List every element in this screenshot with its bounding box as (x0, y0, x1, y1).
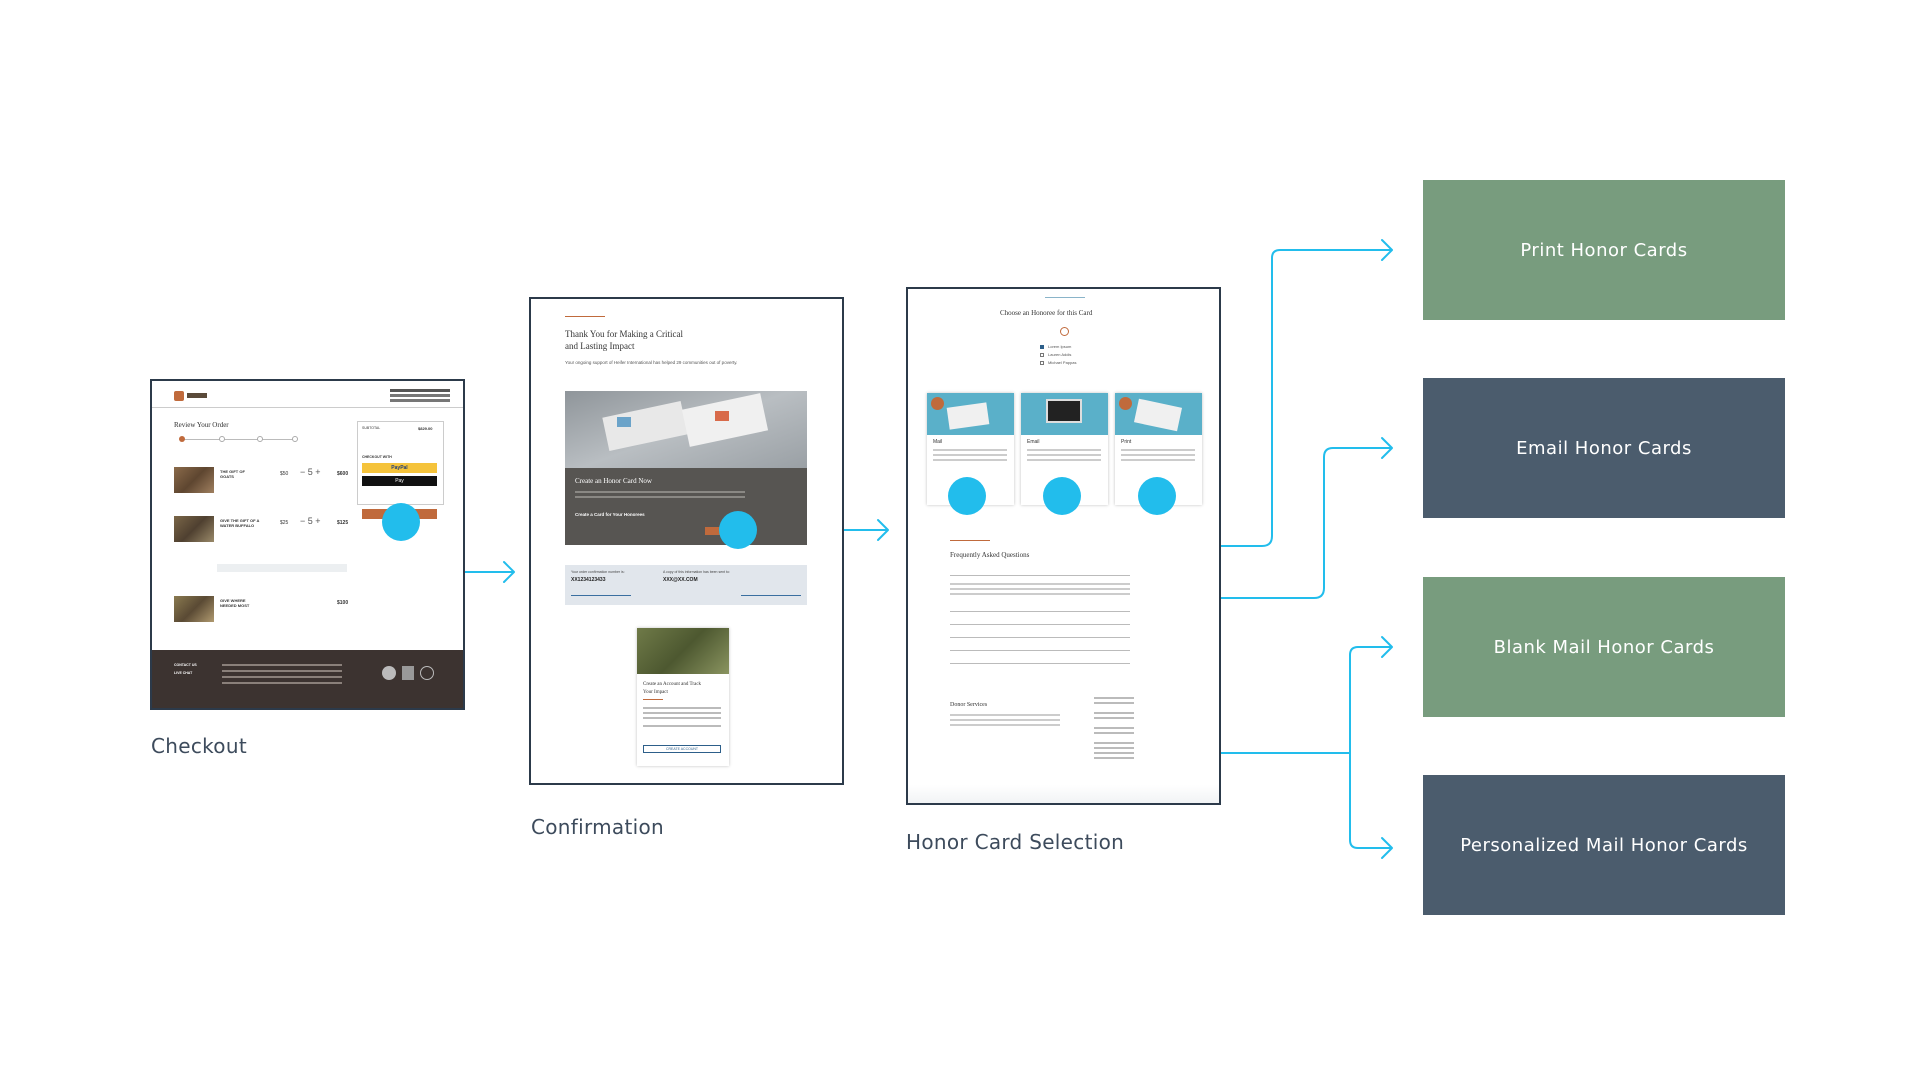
header-links (390, 389, 450, 392)
honor-card-selection-screen: Choose an Honoree for this Card Lorem Ip… (906, 287, 1221, 805)
logo (174, 391, 184, 401)
donor-services-heading: Donor Services (950, 702, 988, 708)
hotspot-mail[interactable] (948, 477, 986, 515)
banner-text (575, 491, 745, 493)
destination-label: Email Honor Cards (1516, 437, 1692, 459)
applepay-button[interactable]: Pay (362, 476, 437, 486)
arrowhead-confirmation (503, 561, 515, 583)
hero-image (565, 391, 807, 468)
banner-cta[interactable]: Create a Card for Your Honorees (575, 512, 645, 517)
destination-print-honor-cards[interactable]: Print Honor Cards (1423, 180, 1785, 320)
arrowhead-personalized-mail (1381, 837, 1393, 859)
option-label-mail: Mail (933, 439, 943, 445)
arrowhead-selection (877, 519, 889, 541)
arrowhead-print (1381, 239, 1393, 261)
download-receipt-link[interactable] (741, 595, 801, 596)
user-icon (1060, 327, 1069, 336)
destination-label: Print Honor Cards (1520, 239, 1688, 261)
checkout-footer (152, 650, 463, 708)
hotspot-email[interactable] (1043, 477, 1081, 515)
arrowhead-email (1381, 437, 1393, 459)
progress-step-active (179, 436, 185, 442)
quantity-stepper[interactable]: − 5 + (300, 516, 321, 526)
checkout-heading: Review Your Order (174, 421, 229, 429)
item-image (174, 467, 214, 493)
account-card-text (643, 707, 721, 709)
badge-icon (382, 666, 396, 680)
contact-details (1094, 697, 1134, 699)
banner-title: Create an Honor Card Now (575, 477, 652, 485)
option-label-print: Print (1121, 439, 1132, 445)
progress-steps (182, 439, 297, 440)
faq-item[interactable] (950, 575, 1130, 576)
item-title: THE GIFT OF GOATS (220, 469, 245, 479)
paypal-button[interactable]: PayPal (362, 463, 437, 473)
item-image (174, 596, 214, 622)
create-account-button[interactable]: CREATE ACCOUNT (643, 745, 721, 753)
connector-mail-split (1349, 646, 1391, 849)
quantity-stepper[interactable]: − 5 + (300, 467, 321, 477)
confirmation-box (565, 565, 807, 605)
faq-answer (950, 583, 1130, 585)
confirmation-number: XX1234123433 (571, 577, 606, 583)
confirmation-screen: Thank You for Making a Critical and Last… (529, 297, 844, 785)
faq-item[interactable] (950, 611, 1130, 612)
stage-label-checkout: Checkout (151, 734, 247, 758)
option-label-email: Email (1027, 439, 1040, 445)
download-receipt-link[interactable] (571, 595, 631, 596)
destination-blank-mail-honor-cards[interactable]: Blank Mail Honor Cards (1423, 577, 1785, 717)
item-title: GIVE THE GIFT OF A WATER BUFFALO (220, 518, 260, 528)
destination-email-honor-cards[interactable]: Email Honor Cards (1423, 378, 1785, 518)
badge-icon (402, 666, 414, 680)
account-card-image (637, 628, 729, 674)
confirmation-email: XXX@XX.COM (663, 577, 698, 583)
destination-label: Blank Mail Honor Cards (1493, 636, 1715, 658)
honoree-checkbox[interactable] (1040, 345, 1044, 349)
hotspot-confirmation[interactable] (719, 511, 757, 549)
stage-label-confirmation: Confirmation (531, 815, 664, 839)
footer-text (222, 664, 342, 666)
stage-label-honor-card-selection: Honor Card Selection (906, 830, 1125, 854)
logo-text (187, 393, 207, 398)
honor-card-banner (565, 468, 807, 545)
monitor-icon (1046, 399, 1082, 423)
honoree-checkbox[interactable] (1040, 361, 1044, 365)
destination-personalized-mail-honor-cards[interactable]: Personalized Mail Honor Cards (1423, 775, 1785, 915)
honoree-checkbox[interactable] (1040, 353, 1044, 357)
honor-card-note (217, 564, 347, 572)
item-title: GIVE WHERE NEEDED MOST (220, 598, 250, 608)
hotspot-checkout[interactable] (382, 503, 420, 541)
confirmation-intro: Your ongoing support of Heifer Internati… (565, 360, 738, 365)
accent-rule (565, 316, 605, 317)
item-image (174, 516, 214, 542)
confirmation-title: Thank You for Making a Critical (565, 329, 683, 339)
faq-heading: Frequently Asked Questions (950, 551, 1030, 559)
checkout-screen: Review Your Order THE GIFT OF GOATS $50 … (150, 379, 465, 710)
hotspot-print[interactable] (1138, 477, 1176, 515)
destination-label: Personalized Mail Honor Cards (1460, 834, 1748, 856)
arrowhead-blank-mail (1381, 636, 1393, 658)
badge-icon (420, 666, 434, 680)
honoree-heading: Choose an Honoree for this Card (1000, 309, 1093, 317)
